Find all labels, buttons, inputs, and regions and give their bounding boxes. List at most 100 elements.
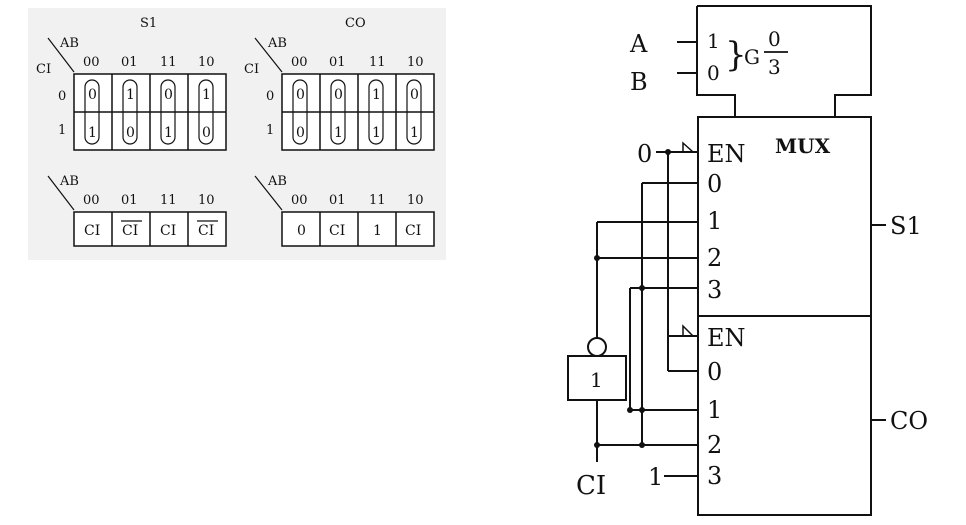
mux-label: MUX	[775, 134, 831, 158]
kmap-s1: S1 AB CI 00 01 11 10 0 1 0 1 0 1 1 0 1 0	[36, 16, 227, 151]
kmap-co-loop	[292, 79, 308, 145]
kmap-co-reduced: AB 00 01 11 10 0 CI 1 CI	[254, 174, 435, 247]
kmap-s1-loop	[160, 79, 176, 145]
inverter-bubble	[587, 337, 607, 357]
junction-dot	[639, 407, 645, 413]
kmap-s1-col-header: 00	[83, 55, 100, 70]
kmap-co-col-header: 11	[369, 55, 386, 70]
lower-input-label: 3	[707, 462, 722, 490]
upper-input-label: 1	[707, 207, 722, 235]
kmap-s1-cell: 1	[126, 87, 135, 103]
kmap-s1-col-var: AB	[59, 36, 79, 51]
kmap-co-cell: 0	[334, 87, 343, 103]
kmap-s1-cell: 0	[88, 87, 97, 103]
kmap-s1-reduced: AB 00 01 11 10 CI CI CI CI	[47, 174, 227, 247]
reduced-co-col-header: 11	[369, 193, 386, 208]
ci-input-label: CI	[576, 471, 606, 501]
junction-dot	[594, 442, 600, 448]
reduced-co-cell: 0	[297, 223, 306, 239]
junction-dot	[627, 407, 633, 413]
kmap-s1-col-header: 10	[198, 55, 215, 70]
kmap-s1-cell: 1	[164, 125, 173, 141]
inverter-label: 1	[590, 368, 603, 392]
g-fraction-bottom: 3	[768, 55, 781, 79]
kmap-co-cell: 0	[296, 87, 305, 103]
junction-dot	[639, 442, 645, 448]
kmap-co-row-var: CI	[244, 62, 259, 77]
lower-input-label: 1	[707, 396, 722, 424]
upper-input-label: 0	[707, 170, 722, 198]
kmap-s1-col-header: 01	[121, 55, 138, 70]
kmap-s1-cell: 1	[202, 87, 211, 103]
junction-dot	[665, 149, 671, 155]
g-fraction-top: 0	[768, 27, 781, 51]
junction-dot	[594, 255, 600, 261]
circuit-labels: A B 1 0 } G 0 3 MUX EN 0 0 1 2 3 EN 0 1 …	[576, 27, 928, 501]
kmap-co-col-var: AB	[267, 36, 287, 51]
reduced-s1-col-header: 10	[198, 193, 215, 208]
kmap-s1-cell: 0	[164, 87, 173, 103]
en-bottom-marker	[682, 324, 695, 337]
select-brace: }	[725, 35, 747, 75]
kmap-s1-row-header: 1	[58, 123, 66, 138]
kmap-s1-row-header: 0	[58, 89, 66, 104]
kmap-co-col-header: 00	[291, 55, 308, 70]
kmap-co-loop	[368, 79, 384, 145]
kmap-s1-corner-diagonal	[47, 37, 75, 73]
lower-input-label: 0	[707, 358, 722, 386]
reduced-s1-cell: CI	[122, 223, 138, 239]
junction-dot	[639, 285, 645, 291]
output-s1-label: S1	[890, 212, 922, 240]
kmap-s1-loop	[84, 79, 100, 145]
kmap-co-col-header: 01	[329, 55, 346, 70]
kmap-s1-title: S1	[140, 16, 157, 31]
en-top-label: EN	[707, 140, 746, 168]
kmap-co-title: CO	[345, 16, 366, 31]
upper-input-label: 2	[707, 244, 722, 272]
kmap-s1-loop	[122, 79, 138, 145]
reduced-s1-corner-diagonal	[47, 175, 75, 211]
reduced-s1-col-var: AB	[59, 174, 79, 189]
kmap-co-corner-diagonal	[254, 37, 283, 73]
kmap-s1-loop	[198, 79, 214, 145]
reduced-s1-col-header: 01	[121, 193, 138, 208]
en-bottom-label: EN	[707, 324, 746, 352]
kmap-co-row-header: 0	[266, 89, 274, 104]
kmap-s1-row-var: CI	[36, 62, 51, 77]
en-top-input-value: 0	[637, 140, 652, 168]
reduced-co-cell: 1	[373, 223, 382, 239]
reduced-s1-col-header: 11	[160, 193, 177, 208]
kmap-co-row-header: 1	[266, 123, 274, 138]
kmap-co-cell: 0	[410, 87, 419, 103]
kmap-s1-cell: 0	[202, 125, 211, 141]
kmap-co-cell: 1	[372, 87, 381, 103]
reduced-co-cell: CI	[329, 223, 345, 239]
kmap-s1-col-header: 11	[160, 55, 177, 70]
reduced-co-corner-diagonal	[254, 175, 283, 211]
reduced-co-cell: CI	[405, 223, 421, 239]
input-b-label: B	[630, 68, 648, 96]
kmap-co-cell: 1	[410, 125, 419, 141]
reduced-co-col-var: AB	[267, 174, 287, 189]
reduced-s1-cell: CI	[160, 223, 176, 239]
upper-input-label: 3	[707, 276, 722, 304]
en-top-marker	[682, 141, 695, 153]
kmap-co-cell: 0	[296, 125, 305, 141]
kmap-co-col-header: 10	[407, 55, 424, 70]
reduced-co-col-header: 10	[407, 193, 424, 208]
reduced-s1-col-header: 00	[83, 193, 100, 208]
select-bit-1: 1	[707, 29, 720, 53]
kmap-s1-cell: 0	[126, 125, 135, 141]
reduced-s1-cell: CI	[84, 223, 100, 239]
kmap-co-cell: 1	[334, 125, 343, 141]
reduced-co-col-header: 01	[329, 193, 346, 208]
output-co-label: CO	[890, 407, 928, 435]
kmap-co-loop	[406, 79, 422, 145]
mux-circuit	[567, 5, 886, 516]
lower-input-label: 2	[707, 431, 722, 459]
reduced-co-col-header: 00	[291, 193, 308, 208]
kmap-s1-cell: 1	[88, 125, 97, 141]
kmap-co-cell: 1	[372, 125, 381, 141]
